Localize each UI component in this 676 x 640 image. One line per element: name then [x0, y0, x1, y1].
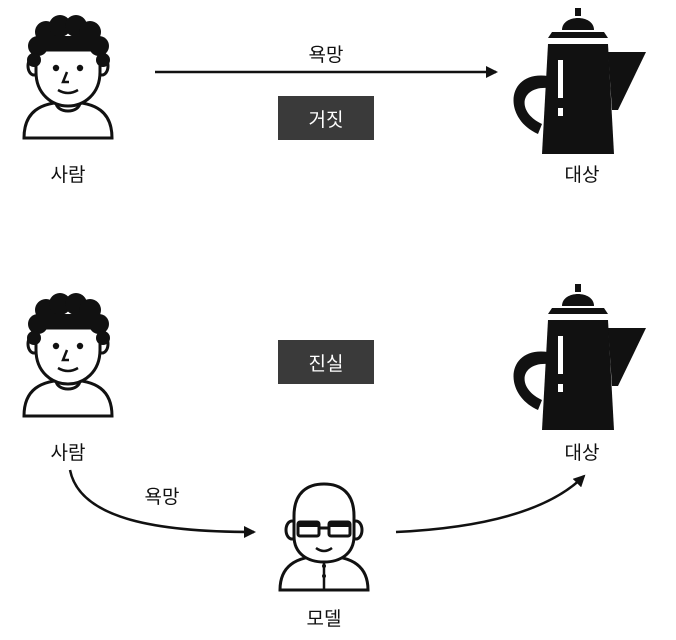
- object-label-bottom: 대상: [564, 442, 600, 464]
- object-label-top: 대상: [564, 164, 600, 186]
- desire-arrow-to-model: [68, 469, 256, 538]
- arrow-model-to-object: [395, 474, 586, 534]
- person-label-bottom: 사람: [50, 442, 86, 464]
- desire-label-bottom: 욕망: [144, 486, 180, 508]
- truth-badge: 진실: [278, 340, 374, 384]
- desire-label-top: 욕망: [308, 44, 344, 66]
- model-label: 모델: [306, 608, 342, 630]
- person-icon-top: [22, 13, 114, 140]
- teapot-icon-top: [513, 8, 646, 154]
- model-icon: [278, 482, 370, 592]
- person-icon-bottom: [22, 291, 114, 418]
- false-badge: 거짓: [278, 96, 374, 140]
- teapot-icon-bottom: [513, 284, 646, 430]
- person-label-top: 사람: [50, 164, 86, 186]
